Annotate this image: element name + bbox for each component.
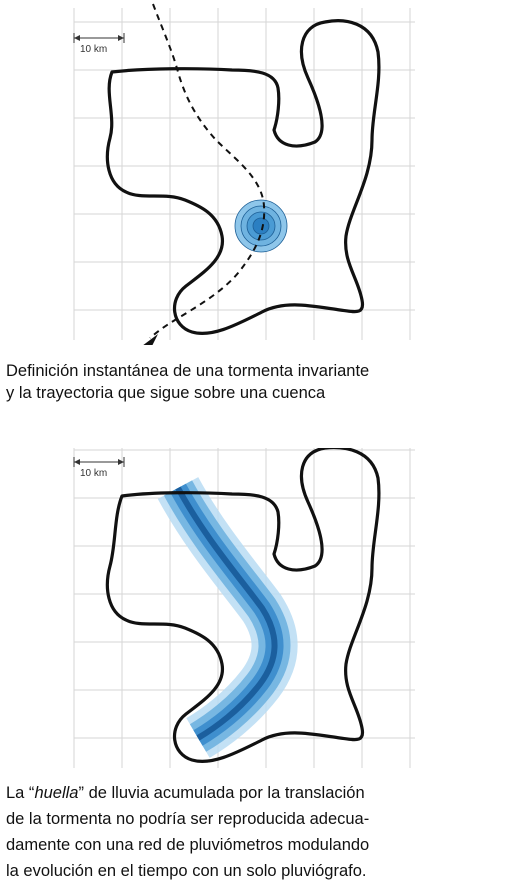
caption-line1-rest: ” de lluvia acumulada por la translación bbox=[78, 784, 365, 802]
caption-top-line2: y la trayectoria que sigue sobre una cue… bbox=[6, 384, 326, 402]
caption-bottom: La “huella” de lluvia acumulada por la t… bbox=[6, 780, 369, 884]
top-diagram-svg: 10 km bbox=[73, 3, 415, 345]
caption-top-line1: Definición instantánea de una tormenta i… bbox=[6, 362, 370, 380]
scale-arrow-left-icon bbox=[74, 459, 80, 465]
caption-bottom-line3: damente con una red de pluviómetros modu… bbox=[6, 836, 370, 854]
scale-bar-bottom: 10 km bbox=[73, 457, 125, 479]
scale-arrow-left-icon bbox=[74, 35, 80, 41]
storm-contour-2 bbox=[240, 205, 282, 247]
storm-trajectory bbox=[149, 3, 266, 339]
storm-footprint-diagram: 10 km bbox=[0, 448, 507, 778]
scale-bar-top: 10 km bbox=[73, 33, 125, 55]
caption-top: Definición instantánea de una tormenta i… bbox=[6, 360, 369, 404]
scale-label-bottom: 10 km bbox=[80, 468, 107, 479]
caption-bottom-line2: de la tormenta no podría ser reproducida… bbox=[6, 810, 370, 828]
caption-bottom-line1: La “huella” de lluvia acumulada por la t… bbox=[6, 780, 369, 806]
storm-contour-4 bbox=[252, 217, 270, 235]
grid-top bbox=[73, 8, 415, 340]
rainfall-footprint bbox=[157, 476, 298, 758]
caption-bottom-line4: la evolución en el tiempo con un solo pl… bbox=[6, 862, 367, 880]
instantaneous-storm-diagram: 10 km bbox=[0, 0, 507, 345]
basin-outline-bottom bbox=[105, 448, 381, 763]
bottom-diagram-svg: 10 km bbox=[73, 448, 415, 768]
caption-italic-word: huella bbox=[34, 784, 79, 802]
storm-ring-4 bbox=[253, 218, 269, 234]
scale-arrow-right-icon bbox=[118, 459, 124, 465]
scale-label-top: 10 km bbox=[80, 44, 107, 55]
footprint-core bbox=[175, 486, 278, 741]
scale-arrow-right-icon bbox=[118, 35, 124, 41]
trajectory-arrowhead-icon bbox=[143, 334, 158, 345]
storm-contour-1 bbox=[234, 199, 288, 253]
basin-outline-top bbox=[105, 19, 381, 335]
storm-contour-3 bbox=[246, 211, 276, 241]
storm-cell bbox=[234, 199, 288, 253]
caption-prefix: La “ bbox=[6, 784, 35, 802]
